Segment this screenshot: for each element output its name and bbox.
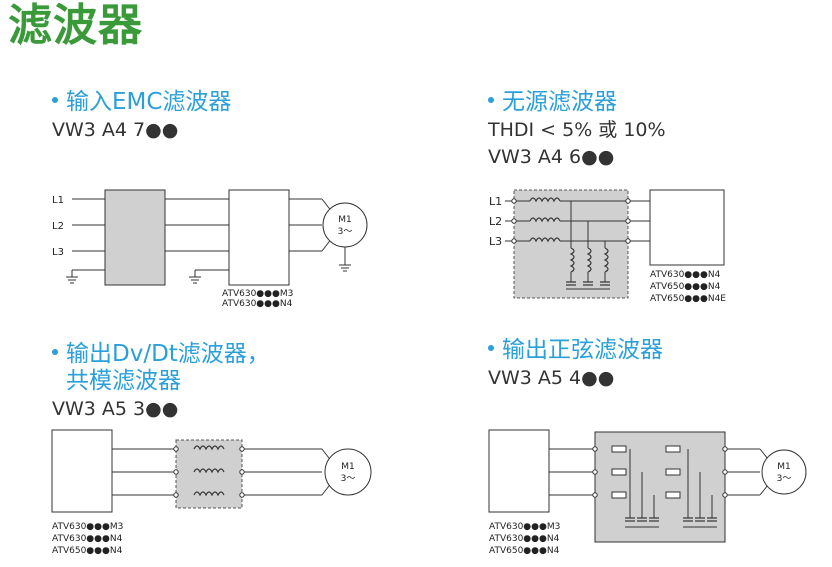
section-sine-heading: 输出正弦滤波器 (488, 337, 663, 363)
sine-drive-box (488, 429, 550, 513)
dvdt-model-1: ATV630●●●M3 (52, 522, 123, 532)
section-dvdt-heading-line2: 共模滤波器 (66, 368, 181, 394)
dvdt-model-2: ATV630●●●N4 (52, 534, 123, 544)
bullet-icon (488, 344, 494, 351)
dvdt-drive-box (51, 429, 113, 513)
emc-label-l1: L1 (52, 195, 64, 206)
bullet-icon (488, 96, 494, 103)
bullet-icon (52, 96, 58, 103)
passive-label-l3: L3 (489, 235, 502, 248)
passive-model-3: ATV650●●●N4E (650, 294, 726, 304)
dvdt-model-3: ATV650●●●N4 (52, 546, 123, 556)
diagram-sine (488, 429, 807, 543)
section-emc-heading-text: 输入EMC滤波器 (66, 89, 232, 115)
passive-model-2: ATV650●●●N4 (650, 282, 721, 292)
section-sine-code: VW3 A5 4●● (488, 367, 615, 389)
emc-motor-circle (322, 202, 368, 248)
emc-filter-box (104, 189, 166, 286)
dvdt-motor-phase: 3～ (341, 474, 356, 484)
diagram-dvdt (51, 429, 372, 513)
emc-model-1: ATV630●●●M3 (222, 289, 293, 299)
sine-motor-label: M1 (777, 462, 791, 472)
emc-label-l2: L2 (52, 221, 64, 232)
passive-label-l1: L1 (489, 195, 502, 208)
emc-drive-box (228, 189, 290, 286)
sine-model-1: ATV630●●●M3 (489, 522, 560, 532)
section-passive-code: VW3 A4 6●● (488, 146, 615, 168)
section-passive-heading-text: 无源滤波器 (502, 89, 617, 115)
section-passive-heading: 无源滤波器 (488, 89, 617, 115)
sine-model-2: ATV630●●●N4 (489, 534, 560, 544)
emc-model-2: ATV630●●●N4 (222, 299, 293, 309)
passive-label-l2: L2 (489, 215, 502, 228)
section-dvdt-heading-line1: 输出Dv/Dt滤波器， (66, 341, 270, 367)
section-emc-code: VW3 A4 7●● (52, 119, 179, 141)
passive-drive-box (649, 189, 725, 266)
emc-motor-label: M1 (338, 215, 352, 225)
section-dvdt-code: VW3 A5 3●● (52, 398, 179, 420)
emc-label-l3: L3 (52, 247, 64, 258)
passive-model-1: ATV630●●●N4 (650, 270, 721, 280)
section-emc-heading: 输入EMC滤波器 (52, 89, 232, 115)
section-passive-subheading: THDI < 5% 或 10% (488, 119, 666, 141)
dvdt-filter-box (175, 439, 243, 509)
sine-motor-circle (761, 449, 807, 495)
emc-motor-phase: 3～ (338, 227, 353, 237)
section-dvdt-heading: 输出Dv/Dt滤波器， (52, 341, 270, 367)
sine-motor-phase: 3～ (777, 474, 792, 484)
dvdt-motor-circle (324, 448, 372, 496)
dvdt-motor-label: M1 (341, 462, 355, 472)
diagram-emc (65, 189, 368, 286)
bullet-icon (52, 348, 58, 355)
diagram-passive (505, 189, 725, 299)
section-sine-heading-text: 输出正弦滤波器 (502, 337, 663, 363)
page-title: 滤波器 (8, 0, 143, 51)
sine-model-3: ATV650●●●N4 (489, 546, 560, 556)
